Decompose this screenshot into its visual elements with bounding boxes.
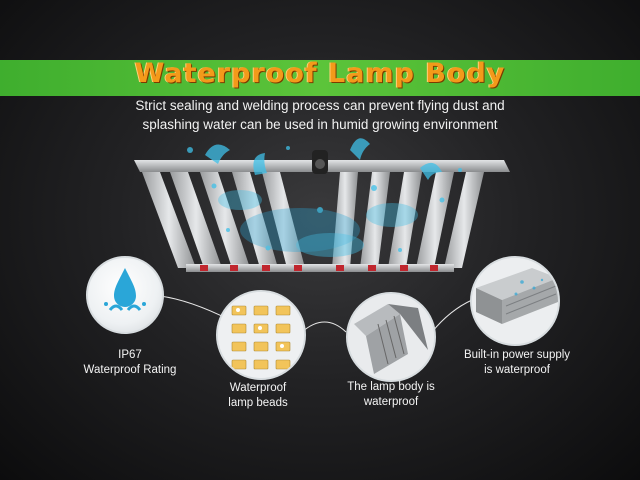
feature-label-line2: is waterproof bbox=[484, 364, 550, 376]
water-splash bbox=[187, 138, 462, 257]
title-banner bbox=[0, 60, 640, 96]
feature-label-line1: Waterproof bbox=[229, 382, 287, 394]
lamp-beads-circle bbox=[216, 290, 306, 380]
water-drop-icon bbox=[104, 268, 146, 311]
light-bars bbox=[142, 172, 484, 268]
feature-label-ip67: IP67 Waterproof Rating bbox=[70, 348, 190, 378]
feature-label-line1: Built-in power supply bbox=[463, 349, 571, 361]
feature-label-lamp-beads: Waterproof lamp beads bbox=[200, 381, 316, 411]
waterproof-rating-circle bbox=[86, 256, 164, 334]
feature-label-line2: Waterproof Rating bbox=[83, 364, 177, 376]
subtitle-line-1: Strict sealing and welding process can p… bbox=[135, 98, 505, 113]
feature-label-power-supply: Built-in power supply is waterproof bbox=[455, 348, 579, 378]
bottom-rail bbox=[186, 264, 454, 272]
power-supply-icon bbox=[472, 258, 558, 344]
lamp-body-circle bbox=[346, 292, 436, 382]
feature-label-line2: lamp beads bbox=[228, 397, 288, 409]
end-caps bbox=[200, 265, 438, 271]
subtitle-line-2: splashing water can be used in humid gro… bbox=[142, 117, 498, 132]
power-supply-circle bbox=[470, 256, 560, 346]
page-title: Waterproof Lamp Body bbox=[134, 58, 506, 89]
feature-label-line1: IP67 bbox=[118, 349, 142, 361]
led-beads-icon bbox=[218, 292, 304, 378]
feature-label-lamp-body: The lamp body is waterproof bbox=[330, 380, 452, 410]
feature-label-line2: waterproof bbox=[363, 396, 419, 408]
feature-label-line1: The lamp body is bbox=[347, 381, 435, 393]
lamp-body-icon bbox=[348, 294, 434, 380]
